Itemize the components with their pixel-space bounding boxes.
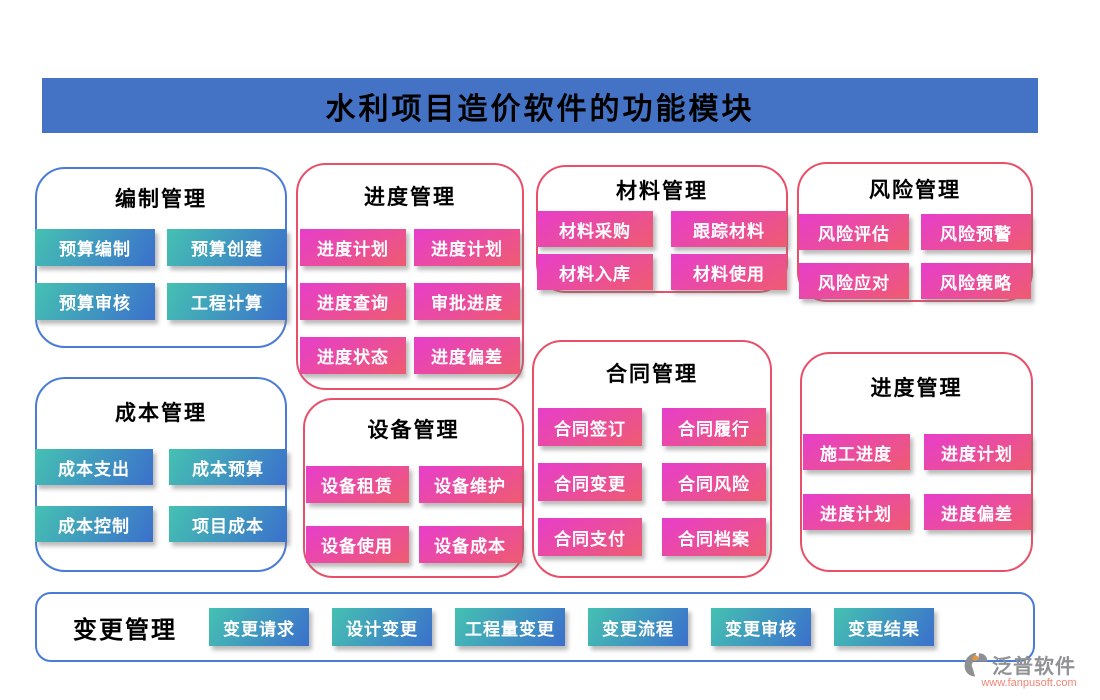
change-button[interactable]: 变更结果 (834, 608, 934, 646)
module-button[interactable]: 进度计划 (414, 229, 520, 266)
module-button[interactable]: 项目成本 (169, 506, 287, 542)
button-grid: 预算编制 预算创建 预算审核 工程计算 (35, 229, 287, 320)
module-button[interactable]: 进度查询 (300, 283, 406, 320)
fanpu-logo-icon (964, 652, 988, 676)
module-title: 设备管理 (367, 418, 460, 442)
change-bar-title: 变更管理 (73, 617, 177, 644)
module-button[interactable]: 进度状态 (300, 337, 406, 374)
module-button[interactable]: 材料入库 (537, 254, 653, 290)
change-button[interactable]: 变更请求 (209, 608, 309, 646)
logo-url: www.fanpusoft.com (981, 677, 1077, 689)
module-compile-management: 编制管理 预算编制 预算创建 预算审核 工程计算 (35, 167, 287, 348)
module-button[interactable]: 设备租赁 (305, 466, 409, 503)
module-schedule-management-bottom: 进度管理 施工进度 进度计划 进度计划 进度偏差 (800, 352, 1033, 572)
change-button[interactable]: 变更审核 (711, 608, 811, 646)
button-grid: 进度计划 进度计划 进度查询 审批进度 进度状态 进度偏差 (298, 229, 522, 374)
module-equipment-management: 设备管理 设备租赁 设备维护 设备使用 设备成本 (303, 398, 524, 578)
module-button[interactable]: 合同签订 (538, 408, 642, 446)
module-title: 成本管理 (115, 401, 207, 425)
module-button[interactable]: 合同支付 (538, 518, 642, 556)
module-schedule-management-top: 进度管理 进度计划 进度计划 进度查询 审批进度 进度状态 进度偏差 (296, 163, 524, 390)
module-button[interactable]: 预算审核 (35, 283, 155, 320)
module-button[interactable]: 进度偏差 (414, 337, 520, 374)
page-title: 水利项目造价软件的功能模块 (325, 92, 755, 126)
button-grid: 材料采购 跟踪材料 材料入库 材料使用 (537, 211, 787, 290)
module-contract-management: 合同管理 合同签订 合同履行 合同变更 合同风险 合同支付 合同档案 (532, 340, 772, 578)
module-button[interactable]: 审批进度 (414, 283, 520, 320)
module-button[interactable]: 预算编制 (35, 229, 155, 266)
button-grid: 设备租赁 设备维护 设备使用 设备成本 (305, 466, 522, 563)
module-material-management: 材料管理 材料采购 跟踪材料 材料入库 材料使用 (536, 165, 788, 293)
change-button[interactable]: 设计变更 (332, 608, 432, 646)
module-button[interactable]: 合同变更 (538, 463, 642, 501)
module-button[interactable]: 风险评估 (799, 214, 909, 250)
module-button[interactable]: 成本预算 (169, 449, 287, 485)
module-button[interactable]: 工程计算 (167, 283, 287, 320)
module-button[interactable]: 进度计划 (923, 434, 1031, 470)
module-button[interactable]: 风险策略 (921, 263, 1031, 299)
module-button[interactable]: 进度计划 (300, 229, 406, 266)
module-button[interactable]: 进度偏差 (923, 494, 1031, 530)
module-button[interactable]: 材料使用 (671, 254, 787, 290)
module-title: 材料管理 (616, 179, 708, 203)
button-grid: 合同签订 合同履行 合同变更 合同风险 合同支付 合同档案 (534, 408, 770, 556)
logo-name: 泛普软件 (992, 656, 1076, 678)
module-title: 风险管理 (869, 178, 961, 202)
change-button[interactable]: 工程量变更 (455, 608, 565, 646)
module-button[interactable]: 风险应对 (799, 263, 909, 299)
change-button[interactable]: 变更流程 (588, 608, 688, 646)
module-button[interactable]: 进度计划 (802, 494, 910, 530)
module-button[interactable]: 成本控制 (35, 506, 153, 542)
module-title: 编制管理 (115, 187, 207, 211)
module-risk-management: 风险管理 风险评估 风险预警 风险应对 风险策略 (797, 162, 1033, 302)
module-button[interactable]: 预算创建 (167, 229, 287, 266)
button-grid: 施工进度 进度计划 进度计划 进度偏差 (802, 434, 1031, 530)
module-button[interactable]: 成本支出 (35, 449, 153, 485)
module-cost-management: 成本管理 成本支出 成本预算 成本控制 项目成本 (35, 377, 287, 572)
module-button[interactable]: 风险预警 (921, 214, 1031, 250)
module-button[interactable]: 合同风险 (662, 463, 766, 501)
button-grid: 风险评估 风险预警 风险应对 风险策略 (799, 214, 1031, 299)
fanpu-logo: 泛普软件 www.fanpusoft.com (962, 650, 1096, 696)
module-title: 合同管理 (606, 362, 698, 386)
module-button[interactable]: 设备成本 (418, 526, 522, 563)
module-title: 进度管理 (870, 376, 963, 400)
button-grid: 成本支出 成本预算 成本控制 项目成本 (35, 449, 287, 542)
module-change-management: 变更管理 变更请求 设计变更 工程量变更 变更流程 变更审核 变更结果 (35, 592, 1035, 662)
module-button[interactable]: 合同履行 (662, 408, 766, 446)
title-banner: 水利项目造价软件的功能模块 (42, 78, 1038, 133)
module-button[interactable]: 材料采购 (537, 211, 653, 247)
module-button[interactable]: 设备使用 (305, 526, 409, 563)
module-button[interactable]: 跟踪材料 (671, 211, 787, 247)
module-button[interactable]: 施工进度 (802, 434, 910, 470)
module-title: 进度管理 (364, 185, 456, 209)
module-button[interactable]: 合同档案 (662, 518, 766, 556)
module-button[interactable]: 设备维护 (418, 466, 522, 503)
